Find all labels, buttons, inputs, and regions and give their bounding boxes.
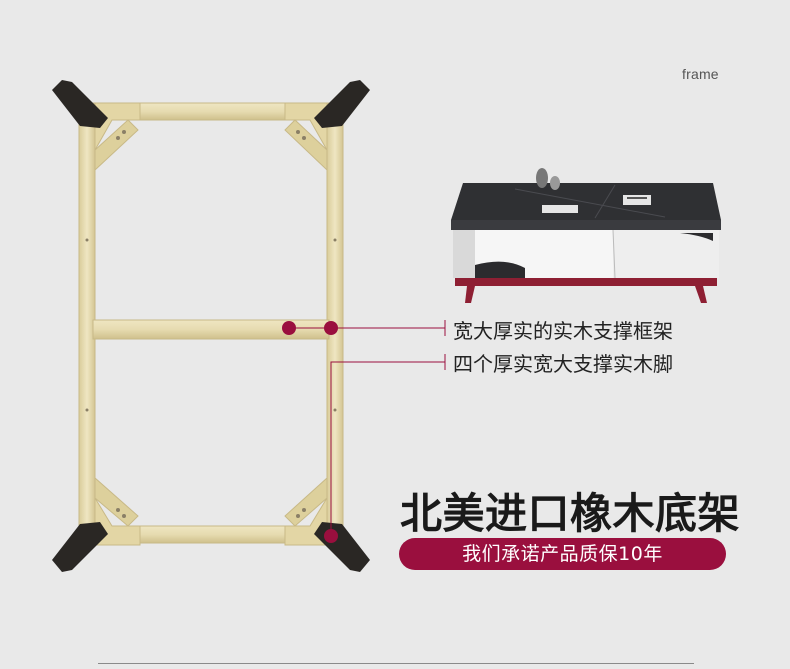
leg-bottom-left (52, 522, 108, 572)
corner-brace-tl (94, 102, 141, 152)
frame-label: frame (682, 66, 719, 82)
callout-dot-icon (324, 529, 338, 543)
coffee-table-product-image (451, 168, 721, 303)
warranty-badge: 我们承诺产品质保10年 (399, 538, 726, 570)
leg-top-right (314, 80, 370, 128)
callout-frame-text: 宽大厚实的实木支撑框架 (453, 319, 673, 343)
callout-lines (290, 320, 446, 535)
bottom-divider (98, 663, 694, 664)
callout-dot-icon (324, 321, 338, 335)
warranty-badge-text: 我们承诺产品质保10年 (462, 543, 663, 565)
callout-dot-icon (282, 321, 296, 335)
headline: 北美进口橡木底架 (400, 489, 741, 538)
callout-legs-text: 四个厚实宽大支撑实木脚 (453, 352, 673, 376)
leg-bottom-right (314, 522, 370, 572)
leg-top-left (52, 80, 108, 128)
corner-brace-tr (284, 102, 328, 152)
screw-marks (85, 130, 337, 518)
